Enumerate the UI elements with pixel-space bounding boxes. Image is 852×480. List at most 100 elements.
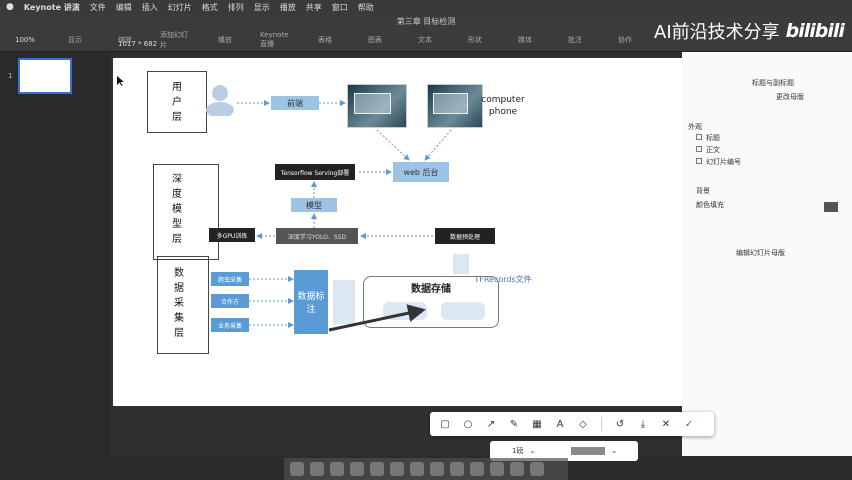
menu-item-view[interactable]: 显示 bbox=[253, 2, 270, 12]
model-node: 模型 bbox=[291, 198, 337, 212]
toolbar-keynote-live-button[interactable]: Keynote 直播 bbox=[260, 31, 289, 48]
dock-app-icon[interactable] bbox=[530, 462, 544, 476]
close-icon[interactable]: ✕ bbox=[661, 418, 671, 430]
background-fill-select[interactable]: 颜色填充 bbox=[696, 201, 724, 209]
appearance-heading: 外观 bbox=[688, 123, 702, 131]
menu-item-file[interactable]: 文件 bbox=[89, 2, 106, 12]
annotation-toolbar: ▢ ○ ↗ ✎ ▦ A ◇ ↺ ⤓ ✕ ✓ bbox=[430, 412, 714, 436]
toolbar-text-button[interactable]: 文本 bbox=[418, 36, 432, 44]
toolbar-collaborate-button[interactable]: 协作 bbox=[618, 36, 632, 44]
eraser-icon[interactable]: ◇ bbox=[579, 418, 587, 430]
computer-label: computer bbox=[481, 95, 525, 105]
preprocess-node: 数据预处理 bbox=[435, 228, 495, 244]
dock-app-icon[interactable] bbox=[350, 462, 364, 476]
slide-thumbnail[interactable]: 1 bbox=[8, 58, 72, 94]
ellipse-icon[interactable]: ○ bbox=[463, 418, 473, 430]
tf-serving-node: Tensorflow Serving部署 bbox=[275, 164, 355, 180]
window-toolbar: 第三章 目标检测 100% 显示 缩放 添加幻灯片 播放 Keynote 直播 … bbox=[0, 14, 852, 52]
dock-app-icon[interactable] bbox=[370, 462, 384, 476]
stroke-size-select[interactable]: 1磅 bbox=[512, 447, 524, 455]
menu-item-slide[interactable]: 幻灯片 bbox=[167, 2, 192, 12]
download-icon[interactable]: ⤓ bbox=[640, 418, 646, 430]
body-checkbox-label: 正文 bbox=[706, 146, 720, 154]
dock-app-icon[interactable] bbox=[510, 462, 524, 476]
annotation-arrow bbox=[328, 304, 426, 332]
menu-item-edit[interactable]: 编辑 bbox=[115, 2, 132, 12]
slide-number-checkbox-label: 幻灯片编号 bbox=[706, 158, 741, 166]
mosaic-icon[interactable]: ▦ bbox=[532, 418, 542, 430]
toolbar-play-button[interactable]: 播放 bbox=[218, 36, 232, 44]
dock-app-icon[interactable] bbox=[470, 462, 484, 476]
channel-name: AI前沿技术分享 bbox=[654, 22, 780, 43]
dock-app-icon[interactable] bbox=[490, 462, 504, 476]
menu-item-insert[interactable]: 插入 bbox=[141, 2, 158, 12]
user-layer-box bbox=[147, 71, 207, 133]
frontend-node: 前端 bbox=[271, 96, 319, 110]
storage-label: 数据存储 bbox=[411, 284, 451, 295]
toolbar-zoom-button[interactable]: 缩放 bbox=[118, 36, 132, 44]
dock-app-icon[interactable] bbox=[330, 462, 344, 476]
confirm-icon[interactable]: ✓ bbox=[684, 418, 694, 430]
source-node-crawler: 爬虫采集 bbox=[211, 272, 249, 286]
menu-item-help[interactable]: 帮助 bbox=[357, 2, 374, 12]
slide-canvas[interactable]: 用户层 深度模型层 数据采集层 前端 computer phone Tensor… bbox=[113, 58, 683, 406]
menu-bar: ● Keynote 讲演 文件 编辑 插入 幻灯片 格式 排列 显示 播放 共享… bbox=[0, 0, 852, 14]
inspector-master-title: 标题与副标题 bbox=[752, 79, 794, 87]
change-master-button[interactable]: 更改母版 bbox=[776, 93, 804, 101]
labeling-shadow bbox=[333, 280, 355, 324]
toolbar-add-slide-button[interactable]: 添加幻灯片 bbox=[160, 31, 188, 49]
phone-label: phone bbox=[488, 107, 518, 117]
menu-item-share[interactable]: 共享 bbox=[305, 2, 322, 12]
toolbar-comment-button[interactable]: 批注 bbox=[568, 36, 582, 44]
toolbar-chart-button[interactable]: 图表 bbox=[368, 36, 382, 44]
annotation-style-bar: 1磅 ⌄ ⌄ bbox=[490, 441, 638, 461]
menu-item-arrange[interactable]: 排列 bbox=[227, 2, 244, 12]
dock-app-icon[interactable] bbox=[290, 462, 304, 476]
text-icon[interactable]: A bbox=[556, 418, 564, 430]
toolbar-table-button[interactable]: 表格 bbox=[318, 36, 332, 44]
menu-app-name[interactable]: Keynote 讲演 bbox=[23, 2, 80, 12]
dock-app-icon[interactable] bbox=[450, 462, 464, 476]
phone-photo bbox=[427, 84, 483, 128]
slide-number-checkbox[interactable] bbox=[696, 158, 702, 164]
title-checkbox[interactable] bbox=[696, 134, 702, 140]
bilibili-logo: bilibili bbox=[785, 20, 845, 42]
menu-item-window[interactable]: 窗口 bbox=[331, 2, 348, 12]
menu-item-play[interactable]: 播放 bbox=[279, 2, 296, 12]
edit-master-button[interactable]: 编辑幻灯片母版 bbox=[736, 249, 785, 257]
slide-navigator: 1 bbox=[0, 52, 110, 456]
stroke-color-swatch[interactable] bbox=[571, 447, 606, 455]
toolbar-view-button[interactable]: 显示 bbox=[68, 36, 82, 44]
tfrecords-label: TFRecords文件 bbox=[474, 275, 532, 284]
pen-icon[interactable]: ✎ bbox=[509, 418, 519, 430]
background-heading: 背景 bbox=[696, 187, 710, 195]
arrow-icon[interactable]: ↗ bbox=[486, 418, 496, 430]
flow-connectors bbox=[237, 100, 452, 332]
dock-app-icon[interactable] bbox=[310, 462, 324, 476]
background-color-swatch[interactable] bbox=[824, 202, 838, 212]
training-node: 深度学习YOLO、SSD bbox=[276, 228, 358, 244]
model-layer-box bbox=[153, 164, 219, 260]
toolbar-media-button[interactable]: 媒体 bbox=[518, 36, 532, 44]
title-checkbox-label: 标题 bbox=[706, 134, 720, 142]
apple-icon[interactable]: ● bbox=[6, 2, 14, 12]
data-layer-box bbox=[157, 256, 209, 354]
size-readout: 1017 * 682 bbox=[118, 40, 158, 48]
toolbar-shape-button[interactable]: 形状 bbox=[468, 36, 482, 44]
chevron-down-icon[interactable]: ⌄ bbox=[611, 447, 618, 455]
storage-db-right bbox=[441, 302, 485, 320]
zoom-control[interactable]: 100% bbox=[14, 36, 35, 44]
rectangle-icon[interactable]: ▢ bbox=[440, 418, 450, 430]
model-layer-label: 深度模型层 bbox=[172, 174, 182, 245]
inspector-panel: 标题与副标题 更改母版 外观 标题 正文 幻灯片编号 背景 颜色填充 编辑幻灯片… bbox=[682, 52, 852, 456]
chevron-down-icon[interactable]: ⌄ bbox=[529, 447, 536, 455]
body-checkbox[interactable] bbox=[696, 146, 702, 152]
dock-app-icon[interactable] bbox=[410, 462, 424, 476]
users-icon bbox=[206, 85, 234, 116]
channel-watermark: AI前沿技术分享 bilibili bbox=[654, 18, 845, 44]
undo-icon[interactable]: ↺ bbox=[615, 418, 625, 430]
toolbar-divider bbox=[601, 417, 602, 431]
menu-item-format[interactable]: 格式 bbox=[201, 2, 218, 12]
dock-app-icon[interactable] bbox=[430, 462, 444, 476]
dock-app-icon[interactable] bbox=[390, 462, 404, 476]
